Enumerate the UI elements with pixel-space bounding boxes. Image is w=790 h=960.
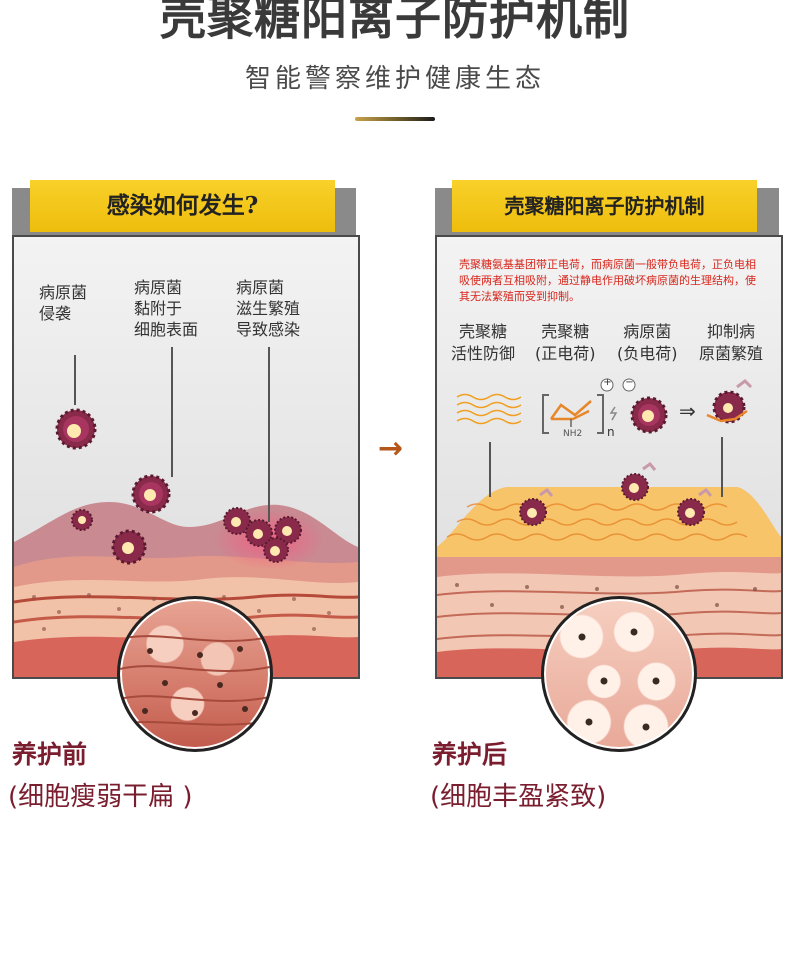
col-pathogen-negative: 病原菌(负电荷): [617, 321, 678, 365]
col-chitosan-defense: 壳聚糖活性防御: [451, 321, 515, 365]
label-infection: 病原菌滋生繁殖导致感染: [236, 277, 300, 340]
label-invasion: 病原菌侵袭: [39, 282, 87, 324]
mechanism-note: 壳聚糖氨基基团带正电荷，而病原菌一般带负电荷，正负电相吸使两者互相吸附，通过静电…: [459, 257, 763, 305]
positive-charge-icon: +: [603, 377, 612, 388]
arrow-right-icon: →: [378, 431, 403, 466]
label-adhesion: 病原菌黏附于细胞表面: [134, 277, 198, 340]
col-chitosan-positive: 壳聚糖(正电荷): [535, 321, 596, 365]
page-subtitle: 智能警察维护健康生态: [0, 58, 790, 95]
title-divider: [355, 117, 435, 121]
thin-cells-illustration: [120, 599, 270, 749]
col-inhibit-pathogen: 抑制病原菌繁殖: [699, 321, 763, 365]
caption-after-subtitle: (细胞丰盈紧致): [430, 776, 606, 813]
formula-nh2-label: NH2: [563, 429, 582, 439]
formula-n-label: n: [607, 425, 615, 439]
right-tab-label: 壳聚糖阳离子防护机制: [452, 180, 757, 232]
caption-before-title: 养护前: [12, 735, 87, 771]
page-title: 壳聚糖阳离子防护机制: [0, 0, 790, 48]
plump-cells-illustration: [544, 599, 694, 749]
double-arrow-icon: ⇒: [679, 399, 696, 423]
negative-charge-icon: −: [625, 377, 634, 388]
caption-after-title: 养护后: [432, 735, 507, 771]
bacteria-icon: [57, 410, 95, 448]
cell-magnifier-after: [541, 596, 697, 752]
chitosan-formula-icon: [543, 395, 603, 433]
caption-before-subtitle: (细胞瘦弱干扁 ): [8, 776, 193, 813]
cell-magnifier-before: [117, 596, 273, 752]
left-tab-label: 感染如何发生?: [30, 180, 335, 232]
